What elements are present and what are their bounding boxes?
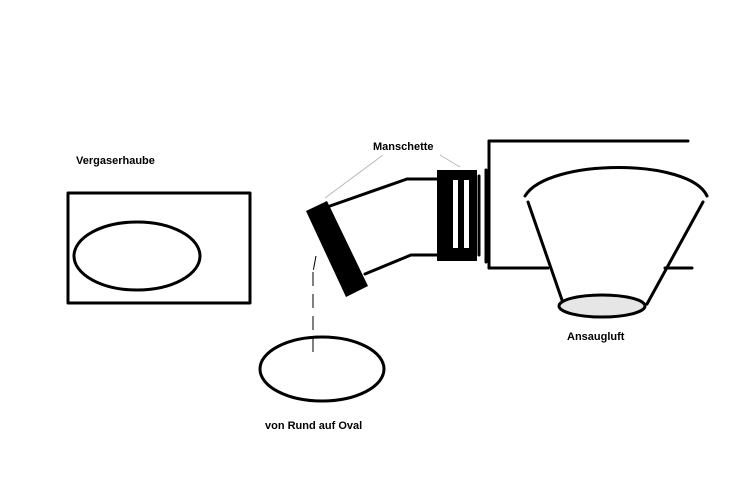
pipe-upper-wall: [328, 177, 409, 208]
pipe-lower-wall: [363, 253, 413, 276]
label-ansaugluft: Ansaugluft: [567, 331, 625, 343]
label-vergaserhaube: Vergaserhaube: [76, 155, 155, 167]
manschette-leader-left: [324, 154, 384, 199]
intake-funnel: [523, 166, 709, 319]
label-manschette: Manschette: [373, 141, 434, 153]
funnel-bottom-opening: [557, 293, 647, 319]
carburetor-hood-oval-opening: [72, 220, 202, 292]
manschette-leader-right: [439, 154, 461, 168]
cuff: [437, 168, 488, 264]
funnel-top-rim: [523, 166, 709, 198]
cuff-groove-left: [453, 180, 458, 248]
funnel-right-side: [645, 200, 705, 306]
carburetor-hood-frame: [66, 191, 252, 305]
rund-oval-leader-slant: [312, 255, 317, 273]
label-rund-oval: von Rund auf Oval: [265, 420, 362, 432]
funnel-left-side: [526, 200, 564, 302]
intake-pipe: [306, 177, 440, 297]
cuff-groove-right: [464, 180, 469, 248]
pipe-round-end-collar: [306, 201, 368, 297]
carburetor-hood: [66, 191, 252, 305]
round-to-oval-ellipse: [258, 335, 386, 403]
airbox-housing: [487, 139, 694, 270]
